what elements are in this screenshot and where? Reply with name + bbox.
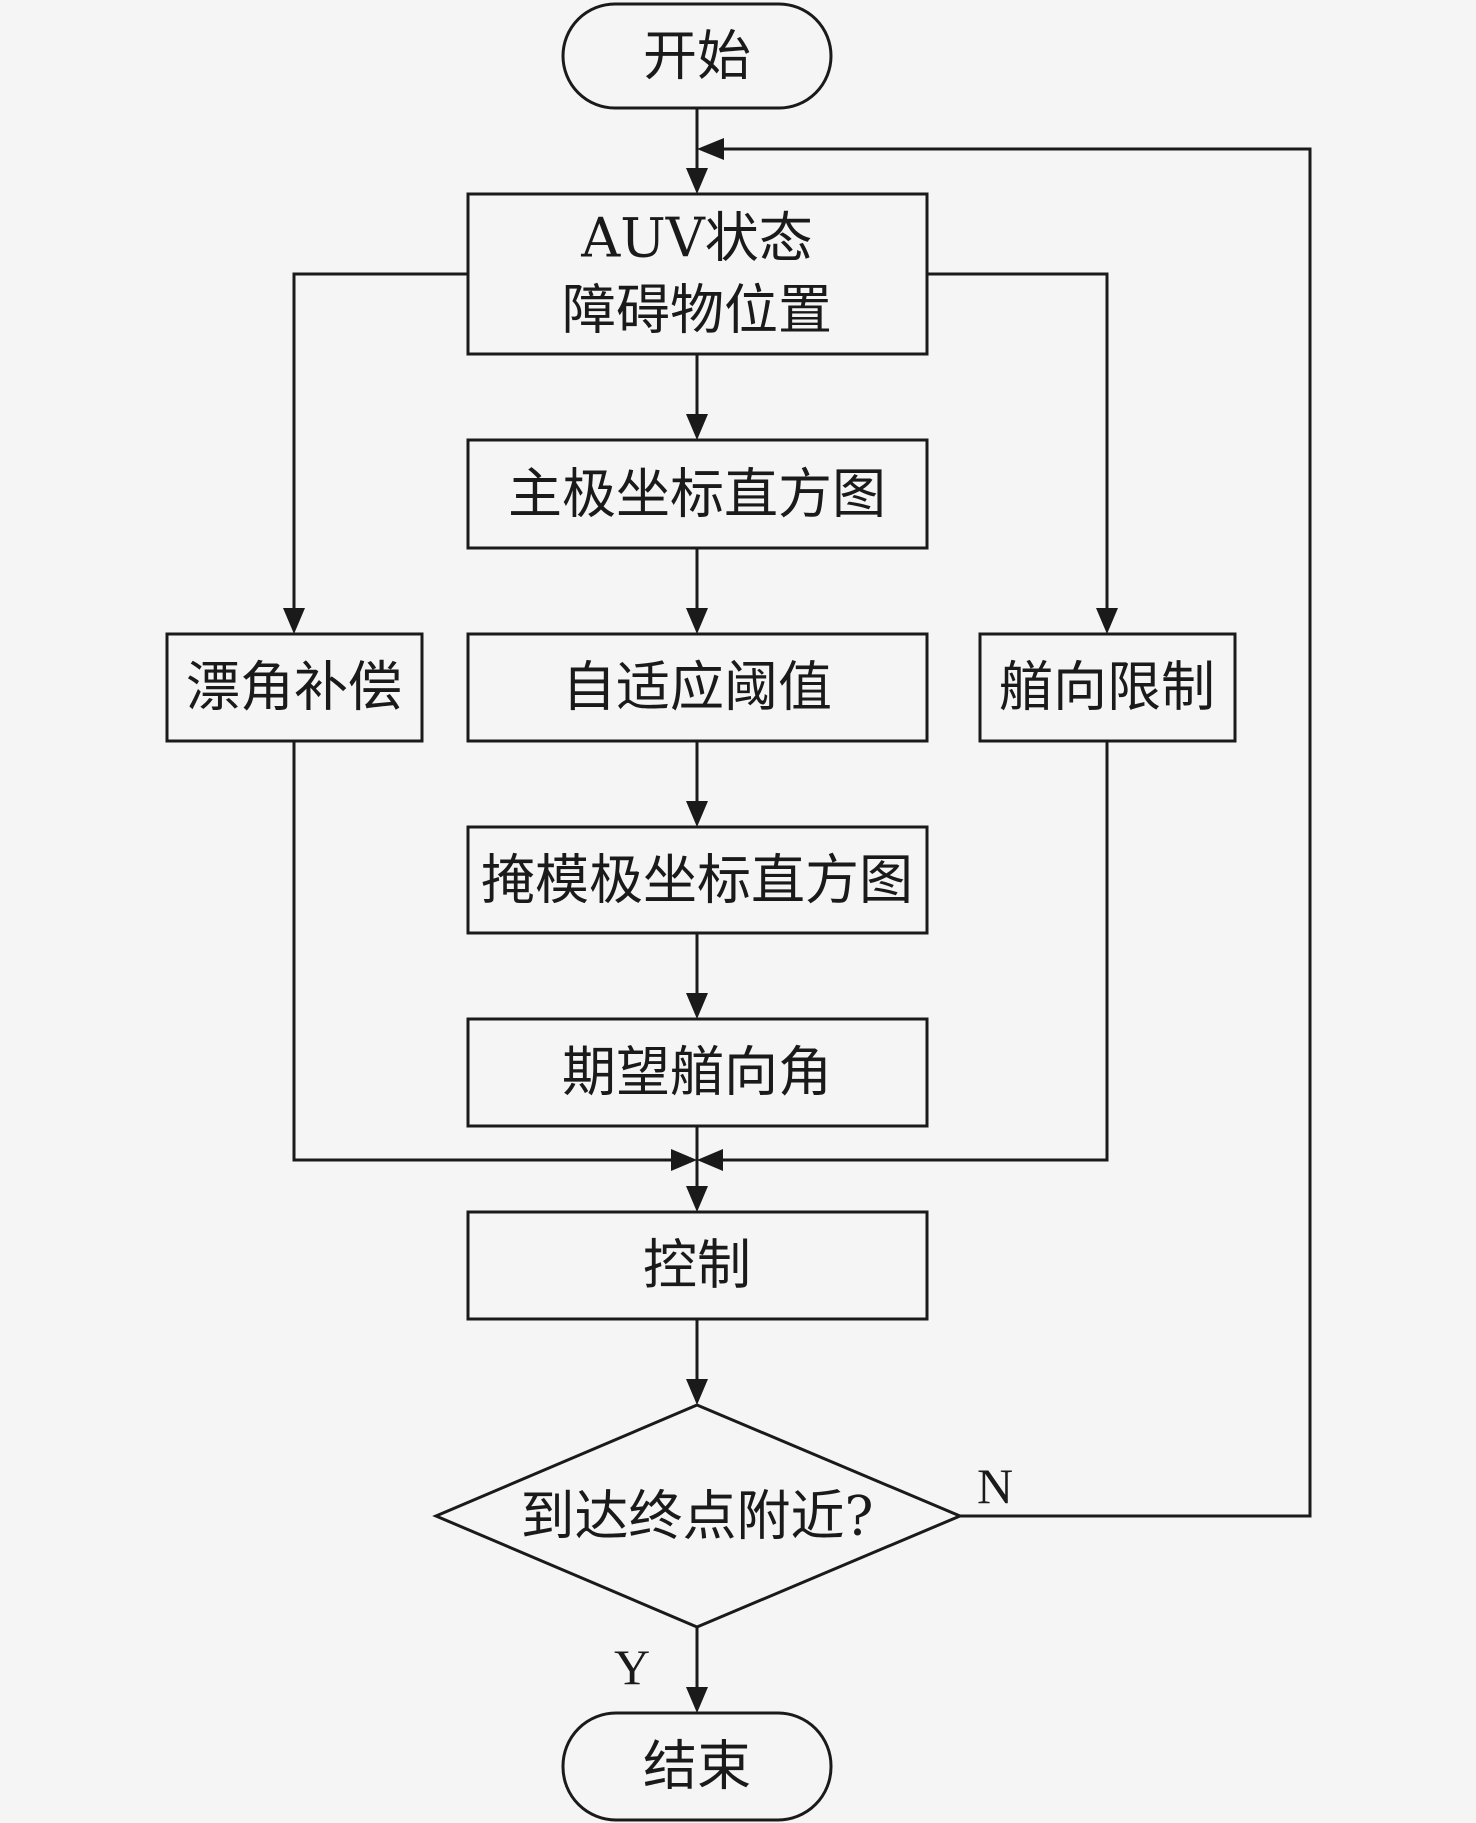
yes-branch-label: Y bbox=[614, 1639, 650, 1695]
arrowhead-start-to-state bbox=[686, 168, 708, 194]
desired-heading-node: 期望艏向角 bbox=[466, 1017, 929, 1128]
masked-histogram-label: 掩模极坐标直方图 bbox=[481, 849, 913, 912]
edge-no-loop-back bbox=[712, 147, 1312, 1518]
start-node: 开始 bbox=[561, 2, 833, 110]
adaptive-threshold-box bbox=[466, 632, 929, 743]
primary-histogram-box bbox=[466, 438, 929, 550]
decision-label: 到达终点附近? bbox=[521, 1485, 874, 1548]
heading-limit-label: 艏向限制 bbox=[999, 656, 1215, 719]
edge-state-to-heading-limit bbox=[927, 272, 1109, 620]
arrowhead-primary-to-threshold bbox=[686, 608, 708, 634]
arrowhead-state-to-drift bbox=[283, 608, 305, 634]
decision-node: 到达终点附近? bbox=[432, 1403, 964, 1629]
primary-histogram-node: 主极坐标直方图 bbox=[466, 438, 929, 550]
adaptive-threshold-node: 自适应阈值 bbox=[466, 632, 929, 743]
drift-compensation-node: 漂角补偿 bbox=[165, 632, 424, 743]
arrowhead-loop-back bbox=[697, 138, 724, 160]
control-node: 控制 bbox=[466, 1210, 929, 1321]
edge-state-to-drift bbox=[292, 272, 468, 620]
edge-drift-to-merge bbox=[292, 741, 683, 1162]
auv-state-label: AUV状态 bbox=[580, 207, 813, 270]
arrowhead-state-to-heading-limit bbox=[1096, 608, 1118, 634]
arrowhead-threshold-to-masked bbox=[686, 801, 708, 827]
control-box bbox=[466, 1210, 929, 1321]
masked-histogram-node: 掩模极坐标直方图 bbox=[466, 825, 929, 935]
obstacle-position-label: 障碍物位置 bbox=[562, 279, 832, 342]
heading-limit-node: 艏向限制 bbox=[978, 632, 1237, 743]
arrowhead-desired-to-control bbox=[686, 1186, 708, 1212]
edge-heading-limit-to-merge bbox=[711, 741, 1109, 1162]
arrowhead-drift-to-merge bbox=[671, 1149, 697, 1171]
arrowhead-masked-to-desired bbox=[686, 993, 708, 1019]
desired-heading-label: 期望艏向角 bbox=[562, 1041, 832, 1104]
adaptive-threshold-label: 自适应阈值 bbox=[562, 656, 832, 719]
end-node: 结束 bbox=[561, 1711, 833, 1822]
arrowhead-heading-limit-to-merge bbox=[697, 1149, 723, 1171]
arrowhead-decision-to-end bbox=[686, 1687, 708, 1713]
arrowhead-control-to-decision bbox=[686, 1379, 708, 1405]
state-box bbox=[466, 192, 929, 356]
state-node: AUV状态 障碍物位置 bbox=[466, 192, 929, 356]
start-label: 开始 bbox=[643, 25, 751, 88]
control-label: 控制 bbox=[643, 1234, 751, 1297]
end-label: 结束 bbox=[643, 1735, 751, 1798]
primary-histogram-label: 主极坐标直方图 bbox=[508, 463, 886, 526]
drift-compensation-label: 漂角补偿 bbox=[186, 656, 402, 719]
arrowhead-state-to-primary bbox=[686, 414, 708, 440]
desired-heading-box bbox=[466, 1017, 929, 1128]
no-branch-label: N bbox=[977, 1458, 1013, 1514]
